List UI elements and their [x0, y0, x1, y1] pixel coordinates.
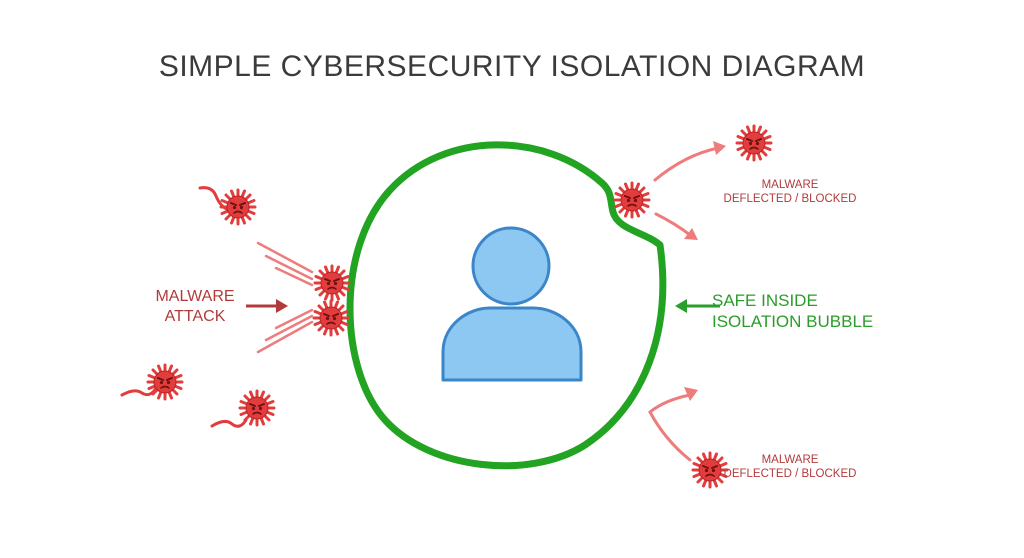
malware-virus-icon: [210, 389, 276, 428]
attack-speed-lines: [256, 241, 314, 354]
deflect-arrowhead: [684, 228, 698, 240]
deflect-arrow: [653, 146, 720, 237]
malware-attack-label: MALWARE ATTACK: [155, 288, 235, 325]
malware-virus-icon: [613, 181, 651, 219]
malware-virus-icon: [312, 299, 350, 337]
malware-virus-icon: [120, 363, 184, 401]
deflect-arrowhead: [713, 141, 726, 155]
deflect-arrowhead: [684, 387, 698, 401]
user-icon: [441, 226, 583, 382]
malware-virus-icon: [735, 124, 773, 162]
deflected-label-top: MALWARE DEFLECTED / BLOCKED: [723, 179, 857, 206]
malware-virus-icon: [198, 186, 257, 226]
attack-arrow: [246, 299, 288, 313]
safe-arrow: [675, 299, 720, 313]
isolation-bubble: [346, 141, 667, 470]
malware-virus-icon: [313, 264, 351, 302]
safe-inside-label: SAFE INSIDE ISOLATION BUBBLE: [712, 291, 874, 332]
deflected-label-bottom: MALWARE DEFLECTED / BLOCKED: [723, 454, 857, 481]
deflect-arrow: [648, 393, 692, 462]
page-title: SIMPLE CYBERSECURITY ISOLATION DIAGRAM: [158, 50, 866, 83]
